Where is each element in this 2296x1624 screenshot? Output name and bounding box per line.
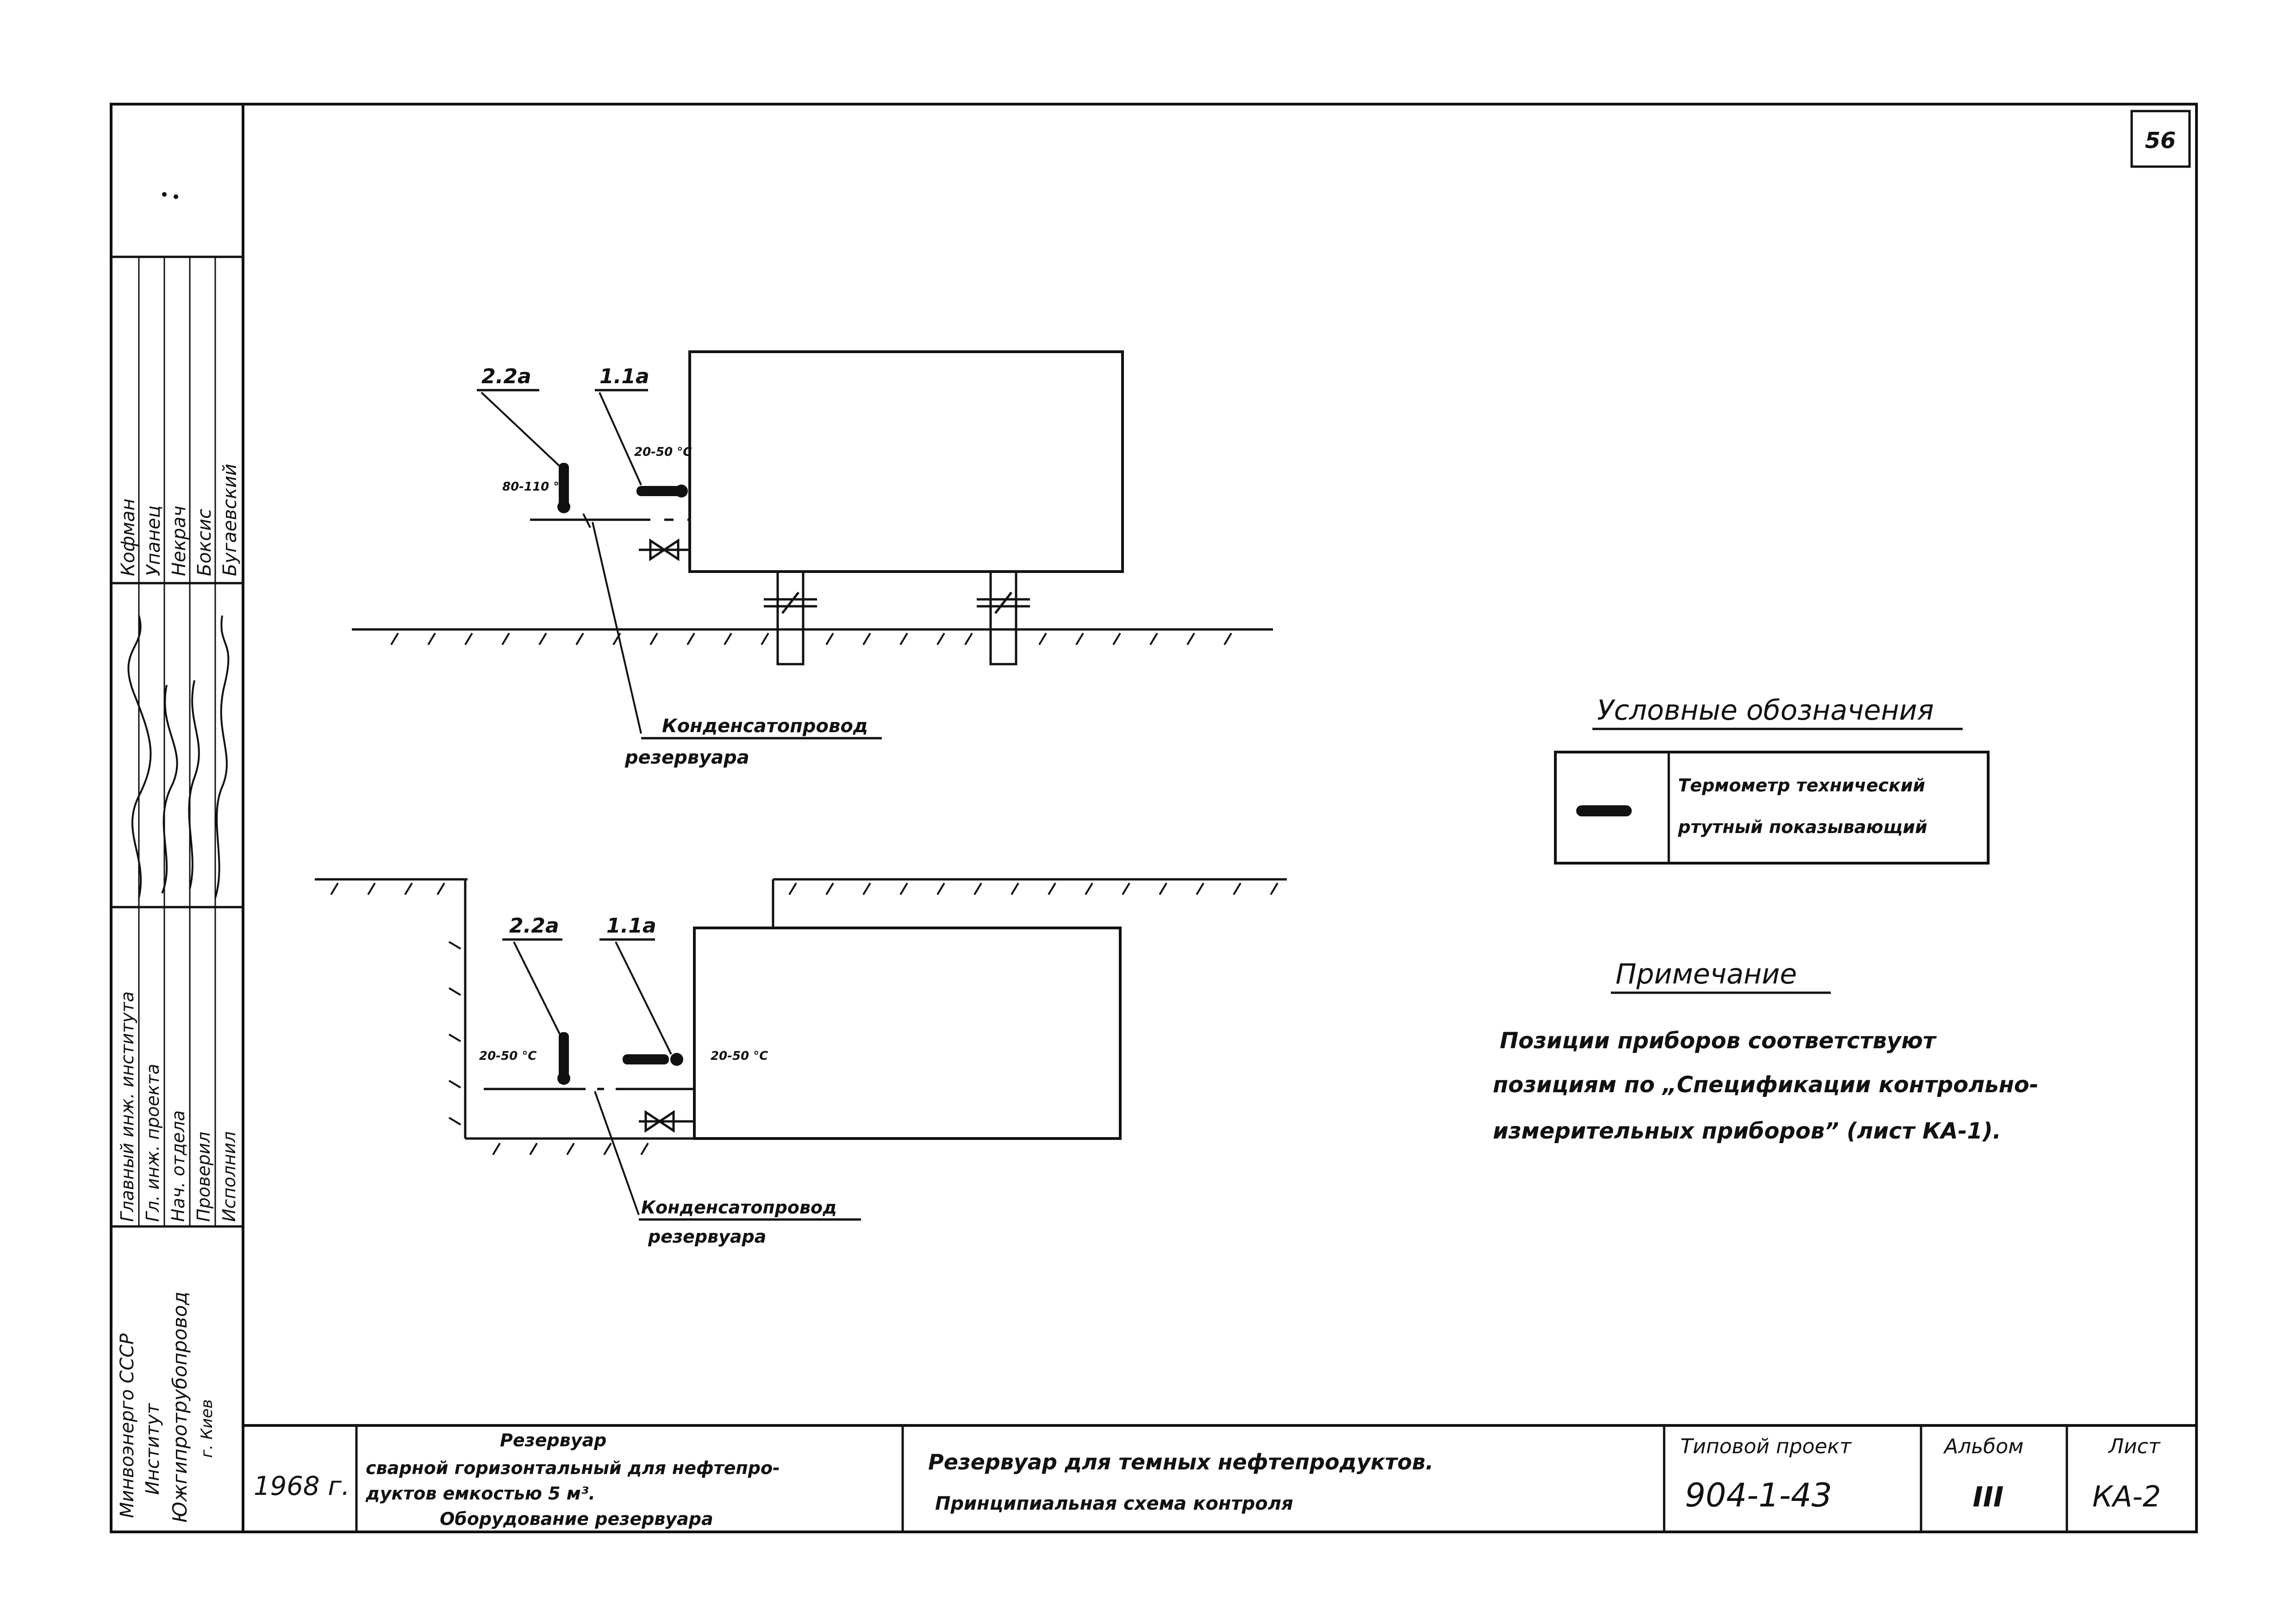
page-number: 56	[2145, 128, 2176, 154]
signer-title-2: Гл. инж. проекта	[143, 1064, 163, 1222]
note-line-3: измерительных приборов” (лист КА-1).	[1493, 1118, 2001, 1144]
upper-scheme: 2.2а 1.1а 80-110 °С 20-50 °С Конденсатоп…	[352, 350, 1273, 768]
left-signature-strip: Главный инж. института Гл. инж. проекта …	[111, 192, 243, 1523]
signer-name-4: Боксис	[194, 509, 215, 576]
lower-pipe-label-1: Конденсатопровод	[641, 1197, 837, 1218]
lower-tag-left: 2.2а	[509, 914, 559, 938]
upper-pipe-label-1: Конденсатопровод	[662, 716, 868, 737]
upper-pipe-label-2: резервуара	[624, 747, 749, 768]
note-title: Примечание	[1616, 958, 1797, 990]
thermometer-left	[559, 463, 569, 507]
title-block: 1968 г. Резервуар сварной горизонтальный…	[243, 1424, 2196, 1532]
note-line-1: Позиции приборов соответствуют	[1500, 1028, 1937, 1054]
legend: Условные обозначения Термометр техническ…	[1554, 694, 1990, 865]
org-line-4: г. Киев	[198, 1399, 216, 1458]
legend-item-line-2: ртутный показывающий	[1678, 817, 1928, 837]
signer-title-1: Главный инж. института	[117, 991, 137, 1222]
signer-name-2: Упанец	[143, 505, 164, 576]
legend-title: Условные обозначения	[1597, 694, 1934, 727]
page-number-box	[2130, 110, 2191, 168]
object-line-4: Оборудование резервуара	[440, 1509, 713, 1529]
lower-thermometer-right	[623, 1054, 669, 1064]
org-line-3: Южгипротрубопровод	[168, 1292, 191, 1523]
lower-ground-hatching	[330, 882, 1279, 1156]
thermometer-right	[636, 486, 683, 496]
project-number: 904-1-43	[1685, 1476, 1832, 1514]
handwritten-signatures	[127, 615, 230, 898]
signer-name-1: Кофман	[118, 498, 139, 576]
upper-ground-hatching	[390, 632, 1232, 646]
lower-range-right: 20-50 °С	[711, 1049, 768, 1063]
album-label: Альбом	[1943, 1435, 2023, 1458]
org-line-2: Институт	[142, 1403, 163, 1495]
upper-range-left: 80-110 °С	[502, 480, 568, 494]
signer-title-5: Исполнил	[219, 1131, 239, 1222]
lower-scheme: 2.2а 1.1а 20-50 °С 20-50 °С Конденсатопр…	[315, 878, 1287, 1247]
legend-item-line-1: Термометр технический	[1678, 775, 1925, 796]
album-number: III	[1973, 1481, 2004, 1513]
drawing-title-line-2: Принципиальная схема контроля	[935, 1493, 1293, 1514]
upper-tag-right: 1.1а	[599, 365, 649, 388]
drawing-title-line-1: Резервуар для темных нефтепродуктов.	[928, 1450, 1434, 1475]
year: 1968 г.	[254, 1471, 350, 1501]
signer-name-3: Некрач	[168, 506, 190, 576]
upper-tag-left: 2.2а	[481, 365, 531, 388]
object-line-2: сварной горизонтальный для нефтепро-	[366, 1458, 780, 1478]
signer-name-5: Бугаевский	[219, 464, 241, 576]
sheet-number: КА-2	[2092, 1480, 2161, 1513]
thermometer-symbol	[1576, 805, 1632, 816]
lower-tank	[693, 927, 1122, 1140]
lower-range-left: 20-50 °С	[479, 1049, 537, 1063]
project-label: Типовой проект	[1680, 1435, 1852, 1458]
lower-pipe-label-2: резервуара	[648, 1226, 766, 1247]
sheet-frame	[110, 103, 2198, 1533]
object-line-3: дуктов емкостью 5 м³.	[365, 1483, 595, 1504]
upper-tank	[688, 350, 1124, 573]
note-line-2: позициям по „Спецификации контрольно-	[1493, 1072, 2039, 1098]
signer-title-4: Проверил	[193, 1132, 214, 1222]
lower-tag-right: 1.1а	[606, 914, 656, 938]
signer-title-3: Нач. отдела	[168, 1110, 188, 1222]
org-line-1: Минвоэнерго СССР	[117, 1333, 138, 1518]
upper-range-right: 20-50 °С	[634, 445, 692, 459]
object-line-1: Резервуар	[500, 1430, 606, 1450]
note: Примечание Позиции приборов соответствую…	[1493, 958, 2039, 1144]
lower-thermometer-left	[559, 1032, 569, 1078]
sheet-label: Лист	[2108, 1435, 2161, 1458]
